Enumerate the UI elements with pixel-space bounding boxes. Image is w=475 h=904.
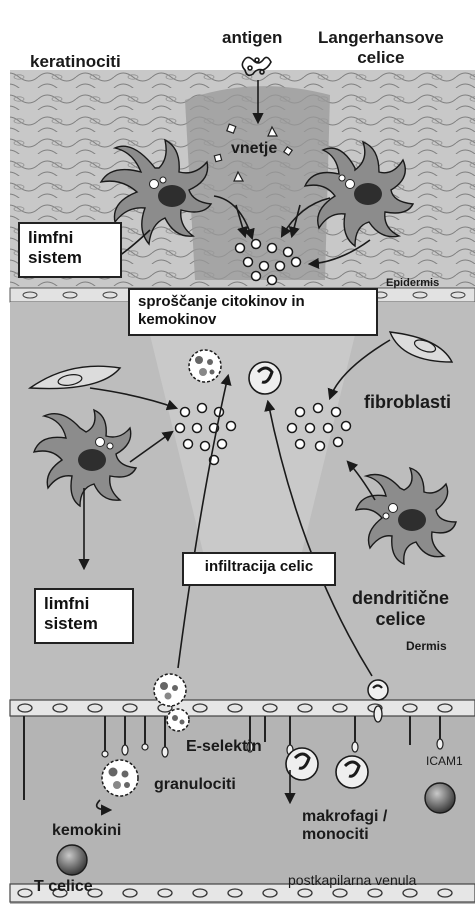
- langerhans-cells-label: Langerhansove celice: [318, 28, 444, 67]
- epidermis-label: Epidermis: [386, 277, 439, 290]
- t-cells-label: T celice: [34, 878, 93, 896]
- t-cell-left: [57, 845, 87, 875]
- icam1-label: ICAM1: [426, 755, 463, 769]
- granulocyte-in-vessel: [102, 760, 138, 796]
- postcapillary-venule-label: postkapilarna venula: [288, 872, 416, 888]
- t-cell-right: [425, 783, 455, 813]
- cell-infiltration-box: infiltracija celic: [182, 552, 336, 586]
- macrophage-dermis: [249, 362, 281, 394]
- granulocyte-dermis: [189, 350, 221, 382]
- lymph-system-box-bottom: limfni sistem: [34, 588, 134, 644]
- keratinocytes-label: keratinociti: [30, 52, 121, 72]
- granulocyte-rolling: [154, 674, 186, 706]
- macrophages-monocytes-label: makrofagi / monociti: [302, 808, 387, 845]
- lymph-system-box-top: limfni sistem: [18, 222, 122, 278]
- inflammation-label: vnetje: [231, 140, 277, 158]
- macrophage-rolling: [336, 756, 368, 788]
- antigen-label: antigen: [222, 28, 282, 48]
- chemokines-label: kemokini: [52, 822, 121, 840]
- cytokine-release-box: sproščanje citokinov in kemokinov: [128, 288, 378, 336]
- dendritic-cells-label: dendritične celice: [352, 588, 449, 629]
- e-selectin-label: E-selektin: [186, 738, 262, 756]
- granulocytes-label: granulociti: [154, 776, 236, 794]
- granulocyte-transmigrating: [167, 709, 189, 731]
- fibroblasts-label: fibroblasti: [364, 392, 451, 413]
- dermis-label: Dermis: [406, 640, 447, 654]
